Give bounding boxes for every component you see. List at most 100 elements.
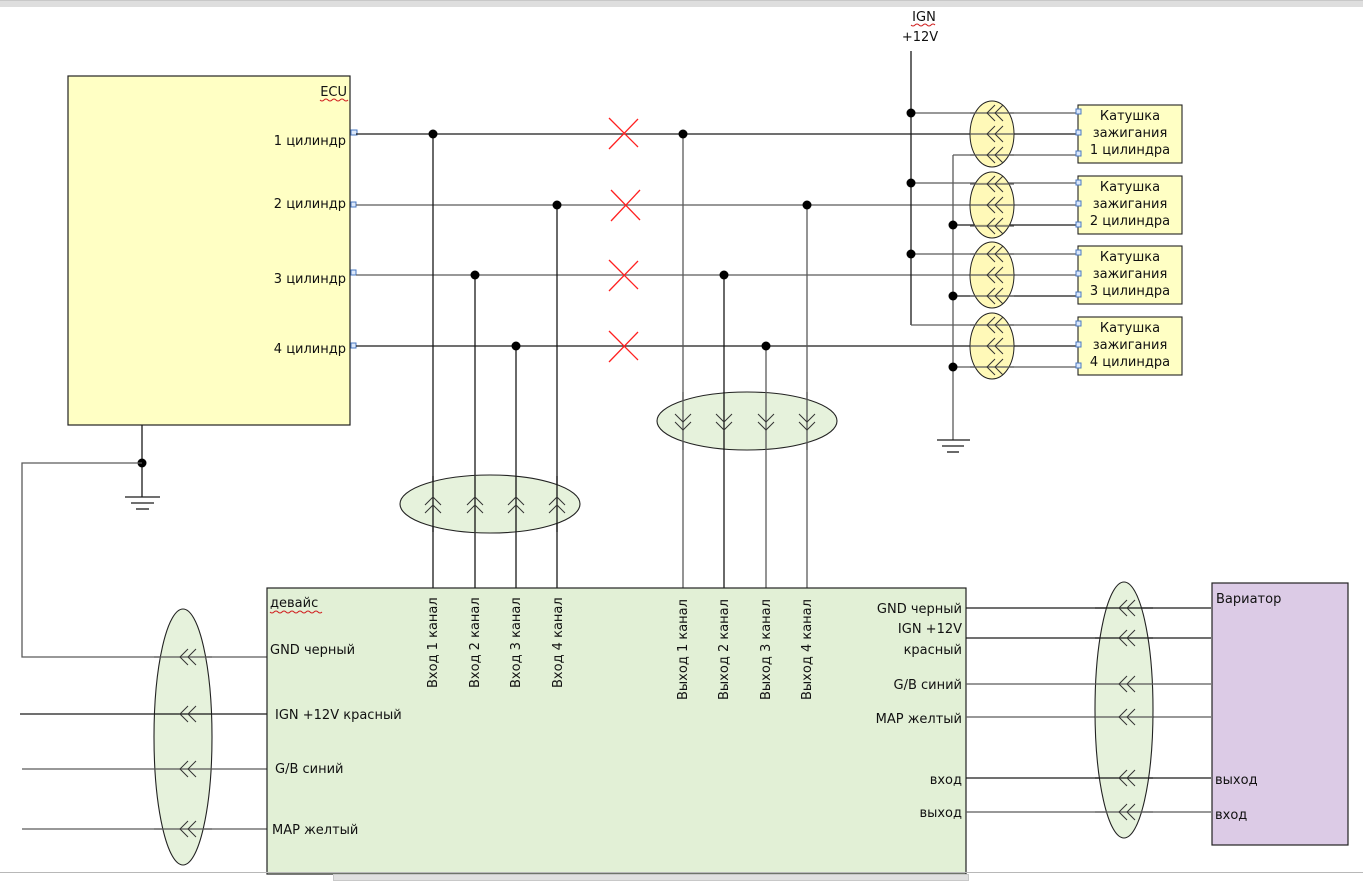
page-bottom-edge	[0, 872, 1363, 873]
coil-pin[interactable]	[1075, 221, 1082, 228]
coil-connector[interactable]	[969, 241, 1015, 309]
chevron-left-icon	[986, 125, 1004, 143]
junction-dot	[948, 220, 958, 230]
coil-label-line2: зажигания	[1093, 267, 1168, 282]
coil-connector[interactable]	[969, 171, 1015, 239]
coil-label-line3: 1 цилиндра	[1090, 143, 1170, 158]
cut-mark-icon	[608, 259, 639, 292]
junction-dot	[719, 270, 729, 280]
input-connector[interactable]	[399, 474, 581, 534]
junction-dot	[470, 270, 480, 280]
chevron-up-icon	[507, 496, 525, 514]
device-output-4: Выход 4 канал	[800, 599, 815, 700]
coil-pin[interactable]	[1075, 200, 1082, 207]
coil-pin[interactable]	[1075, 249, 1082, 256]
device-right-pin-gb: G/B синий	[894, 678, 963, 693]
coil-pin[interactable]	[1075, 129, 1082, 136]
coil-label-line1: Катушка	[1100, 321, 1160, 336]
device-right-pin-ign-2: красный	[904, 643, 962, 658]
ecu-pin-4[interactable]	[350, 342, 357, 349]
device-right-pin-gnd: GND черный	[877, 602, 962, 617]
coil-box[interactable]	[1077, 245, 1183, 305]
chevron-left-icon	[179, 820, 197, 838]
coil-pin[interactable]	[1075, 320, 1082, 327]
device-input-4: Вход 4 канал	[551, 597, 566, 688]
chevron-left-icon	[1118, 629, 1136, 647]
coil-pin[interactable]	[1075, 362, 1082, 369]
ign-label: IGN	[912, 10, 936, 25]
ecu-output-2: 2 цилиндр	[274, 197, 346, 212]
coil-pin[interactable]	[1075, 108, 1082, 115]
wire-device-gnd[interactable]	[21, 462, 268, 658]
coil-block-1[interactable]: Катушка зажигания 1 цилиндра	[1075, 104, 1183, 164]
variator-box[interactable]	[1211, 582, 1349, 846]
cut-mark-icon	[608, 117, 639, 150]
junction-dot	[948, 362, 958, 372]
chevron-left-icon	[986, 104, 1004, 122]
ecu-block[interactable]: ECU 1 цилиндр 2 цилиндр 3 цилиндр 4 цили…	[67, 75, 358, 426]
ign-voltage-label: +12V	[902, 30, 938, 45]
chevron-left-icon	[986, 287, 1004, 305]
device-box[interactable]	[266, 587, 967, 875]
device-output-1: Выход 1 канал	[676, 599, 691, 700]
ecu-pin-1[interactable]	[350, 129, 358, 136]
coil-pin[interactable]	[1075, 179, 1082, 186]
chevron-left-icon	[1118, 675, 1136, 693]
left-harness-connector[interactable]	[153, 608, 213, 866]
device-input-1: Вход 1 канал	[426, 597, 441, 688]
coil-pin[interactable]	[1075, 150, 1082, 157]
coil-connector[interactable]	[969, 312, 1015, 380]
ecu-output-4: 4 цилиндр	[274, 342, 346, 357]
device-left-pin-map: MAP желтый	[272, 823, 358, 838]
junction-dot	[428, 129, 438, 139]
coil-box[interactable]	[1077, 316, 1183, 376]
coil-connector[interactable]	[969, 100, 1015, 168]
device-right-pin-map: MAP желтый	[876, 712, 962, 727]
chevron-up-icon	[548, 496, 566, 514]
device-input-2: Вход 2 канал	[468, 597, 483, 688]
junction-dot	[802, 200, 812, 210]
junction-dot	[552, 200, 562, 210]
device-left-pin-gb: G/B синий	[275, 762, 344, 777]
spellcheck-underline	[269, 610, 323, 614]
coil-label-line3: 4 цилиндра	[1090, 355, 1170, 370]
chevron-down-icon	[798, 413, 816, 431]
chevron-left-icon	[986, 266, 1004, 284]
chevron-left-icon	[986, 217, 1004, 235]
device-left-pin-gnd: GND черный	[270, 643, 355, 658]
cut-mark-icon	[610, 189, 641, 222]
device-right-pin-out: выход	[919, 806, 962, 821]
chevron-down-icon	[715, 413, 733, 431]
chevron-left-icon	[986, 146, 1004, 164]
ecu-output-1: 1 цилиндр	[274, 134, 346, 149]
chevron-left-icon	[1118, 708, 1136, 726]
output-connector[interactable]	[656, 391, 838, 451]
variator-block[interactable]: Вариатор выход вход	[1211, 582, 1349, 846]
chevron-up-icon	[424, 496, 442, 514]
coil-pin[interactable]	[1075, 270, 1082, 277]
cut-marks	[608, 117, 641, 363]
right-harness-connector[interactable]	[1094, 581, 1154, 839]
coil-label-line2: зажигания	[1093, 126, 1168, 141]
coil-label-line3: 3 цилиндра	[1090, 284, 1170, 299]
ecu-pin-2[interactable]	[350, 201, 357, 208]
chevron-left-icon	[1118, 599, 1136, 617]
coil-label-line1: Катушка	[1100, 109, 1160, 124]
junction-dot	[906, 249, 916, 259]
horizontal-scrollbar[interactable]	[333, 874, 969, 881]
ground-icon	[125, 496, 160, 510]
ecu-box[interactable]	[67, 75, 351, 426]
device-block[interactable]: девайс GND черный IGN +12V красный G/B с…	[266, 587, 967, 875]
coil-box[interactable]	[1077, 175, 1183, 235]
chevron-left-icon	[986, 175, 1004, 193]
coil-box[interactable]	[1077, 104, 1183, 164]
coil-pin[interactable]	[1075, 341, 1082, 348]
junction-dot	[678, 129, 688, 139]
ecu-pin-3[interactable]	[350, 269, 357, 276]
chevron-left-icon	[1118, 803, 1136, 821]
coil-pin[interactable]	[1075, 291, 1082, 298]
device-input-3: Вход 3 канал	[509, 597, 524, 688]
